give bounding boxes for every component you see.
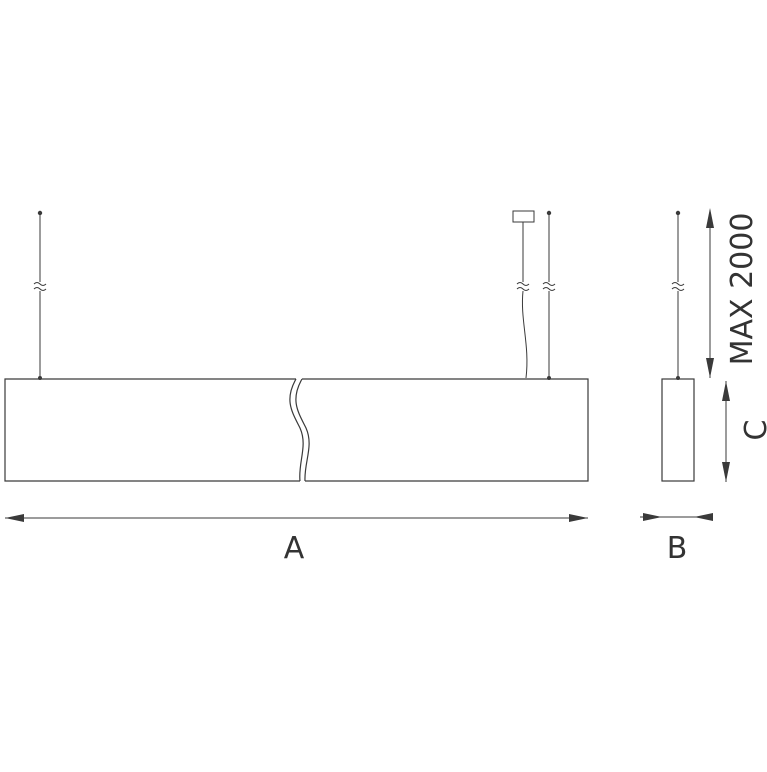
left-suspension-cable	[33, 210, 47, 380]
dimension-max-arrow-bottom	[706, 358, 714, 378]
right-cable-break-icon	[542, 282, 556, 291]
power-canopy	[512, 210, 535, 223]
luminaire-body-side	[661, 378, 695, 482]
break-line-right	[295, 378, 310, 482]
side-suspension-cable	[671, 210, 685, 380]
break-line-left	[289, 378, 304, 482]
dimension-b-arrow-left	[643, 513, 662, 521]
front-view: A	[4, 210, 589, 566]
dimension-c-arrow-bottom	[722, 462, 730, 482]
dimension-a-arrow-right	[569, 514, 588, 522]
dimension-c-label: C	[739, 420, 767, 441]
side-cable-break-icon	[671, 282, 685, 291]
left-cable-break-icon	[33, 282, 47, 291]
dimension-c-arrow-top	[722, 381, 730, 401]
dimension-b: B	[640, 513, 713, 566]
dimension-max-label: MAX 2000	[725, 213, 760, 366]
power-cord-lower	[521, 290, 528, 379]
dimension-b-label: B	[667, 531, 688, 566]
power-cord-break-icon	[516, 282, 530, 291]
power-feed	[512, 210, 535, 379]
dimension-a-arrow-left	[5, 514, 24, 522]
dimension-a: A	[5, 514, 588, 566]
luminaire-left-segment	[4, 378, 300, 482]
right-suspension-cable	[542, 210, 556, 380]
dimension-c: C	[722, 381, 767, 482]
luminaire-body-front	[4, 378, 589, 482]
dimension-a-label: A	[284, 531, 305, 566]
dimension-b-arrow-right	[694, 513, 713, 521]
side-view: B MAX 2000 C	[640, 208, 767, 566]
luminaire-right-segment	[302, 378, 589, 482]
dimension-max: MAX 2000	[706, 208, 760, 378]
dimension-max-arrow-top	[706, 208, 714, 228]
